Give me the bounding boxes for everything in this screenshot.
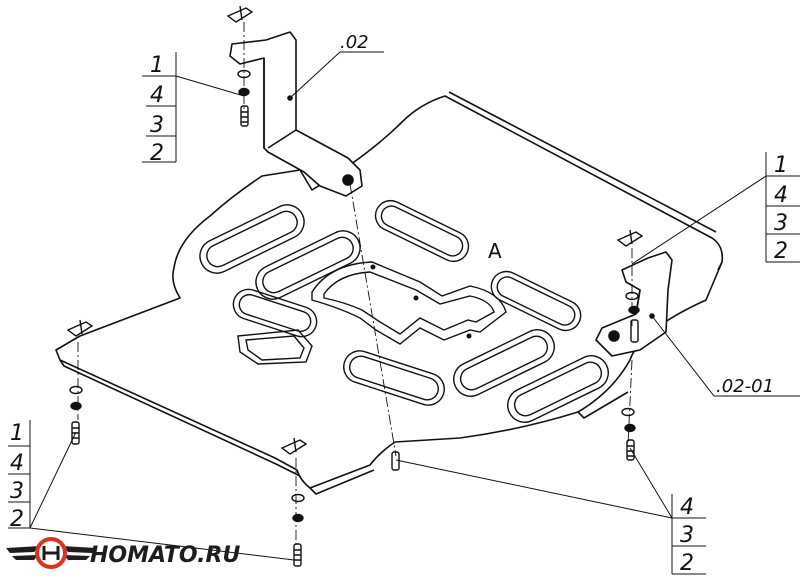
bolt — [240, 105, 249, 127]
ref-label-bracket-right: .02-01 — [716, 376, 774, 397]
brand-logo-text: HOMATO.RU — [90, 543, 240, 568]
callout-item: 4 — [774, 183, 788, 208]
callout-item: 2 — [680, 551, 694, 576]
brand-logo[interactable]: HOMATO.RU — [6, 537, 240, 569]
callout-item: 3 — [10, 479, 24, 504]
fasteners — [66, 5, 644, 567]
callout-item: 2 — [150, 141, 164, 166]
callout-top-left: 1 4 3 2 — [142, 52, 177, 166]
callout-item: 4 — [680, 495, 694, 520]
callout-item: 3 — [774, 211, 788, 236]
plate-marking: A — [488, 239, 502, 263]
callout-item: 3 — [680, 523, 694, 548]
winged-circle-logo-icon — [6, 537, 96, 569]
callout-item: 1 — [774, 153, 788, 178]
ref-label-bracket-left: .02 — [340, 32, 369, 53]
plate-rivets — [370, 264, 472, 339]
callout-item: 2 — [774, 239, 788, 264]
callout-item: 1 — [150, 53, 164, 78]
axis-lines — [77, 22, 633, 548]
bracket-left — [229, 31, 363, 197]
bracket-right — [595, 251, 673, 357]
callout-item: 1 — [10, 421, 24, 446]
callout-right: 1 4 3 2 — [765, 152, 800, 264]
skid-plate — [55, 91, 724, 495]
plate-openings — [199, 199, 609, 423]
callout-item: 4 — [150, 83, 164, 108]
callout-item: 4 — [10, 451, 24, 476]
callout-bottom-left: 1 4 3 2 — [8, 420, 31, 532]
callout-item: 3 — [150, 113, 164, 138]
callout-item: 2 — [10, 507, 24, 532]
callout-bottom-right: 4 3 2 — [671, 494, 706, 576]
